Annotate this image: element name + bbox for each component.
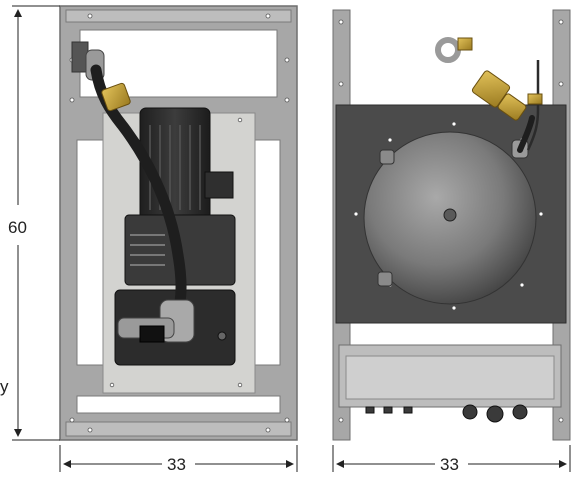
side-tank-fitting-top-left: [379, 149, 395, 165]
front-frame-opening-left: [76, 139, 104, 366]
front-motor-fins: [149, 125, 201, 210]
left-width-dimension-label: 33: [167, 455, 186, 474]
side-upright-holes: [338, 19, 564, 423]
front-frame-opening-bottom: [76, 395, 281, 414]
side-brass-valve: [471, 70, 511, 108]
side-brass-cap: [457, 37, 473, 51]
front-lower-clamp: [139, 325, 165, 343]
right-width-dimension-label: 33: [440, 455, 459, 474]
front-brass-fitting: [101, 82, 131, 112]
front-pump-port: [217, 331, 227, 341]
side-ring-fitting: [435, 37, 461, 63]
front-view: [59, 5, 298, 441]
front-pump-fins: [130, 234, 165, 266]
front-motor-terminal-box: [204, 171, 234, 199]
side-wire: [526, 60, 540, 151]
side-hose: [517, 115, 535, 153]
side-dimension-mark: y: [0, 377, 9, 396]
dimension-lines: [12, 5, 571, 472]
side-tank-center-port: [443, 208, 457, 222]
front-frame-top-bar: [65, 9, 292, 23]
side-brass-body: [497, 93, 527, 121]
side-view: [332, 9, 571, 441]
front-frame-opening-right: [254, 139, 281, 366]
front-frame-opening-top: [79, 29, 278, 98]
side-cable-glands: [365, 404, 528, 423]
height-dimension-label: 60: [8, 218, 27, 237]
front-frame-bottom-bar: [65, 421, 292, 437]
side-tank-fitting-bottom-left: [377, 271, 393, 287]
side-electrical-box-face: [345, 355, 555, 400]
side-brass-tip: [527, 93, 543, 105]
front-bolts: [69, 13, 290, 433]
